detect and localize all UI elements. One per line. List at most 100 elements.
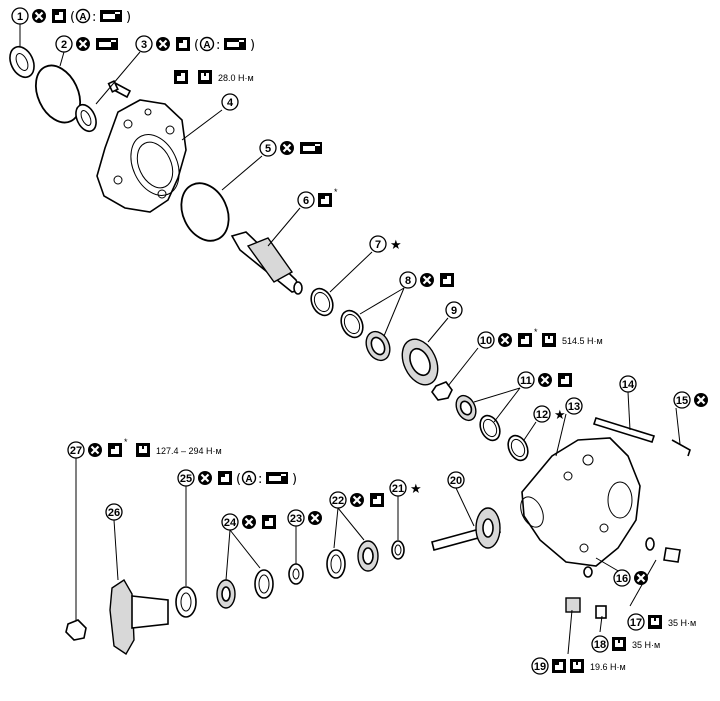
- oil-can-icon: [370, 493, 384, 507]
- circle-a-icon: [241, 470, 257, 486]
- callout-17-number: 17: [630, 617, 642, 629]
- replace-icon: [692, 391, 710, 409]
- callout-8-number: 8: [405, 275, 411, 287]
- svg-text:*: *: [124, 437, 128, 447]
- torque-19: 19.6 Н·м: [590, 662, 626, 672]
- oil-can-icon: [218, 471, 232, 485]
- callout-27: 27 * 127.4 – 294 Н·м: [67, 437, 222, 459]
- replace-icon: [196, 469, 214, 487]
- callout-15: 15: [673, 391, 710, 409]
- part-26-companion-flange: [109, 579, 169, 655]
- callout-7: 7 ★: [369, 235, 402, 253]
- callout-18: 18 35 Н·м: [591, 635, 660, 653]
- part-20-side-shaft: [431, 507, 501, 551]
- leader-lines: [19, 24, 681, 655]
- replace-icon: [74, 35, 92, 53]
- grease-gun-icon: [300, 142, 322, 154]
- callout-16-number: 16: [616, 573, 628, 585]
- callout-19-number: 19: [534, 661, 546, 673]
- part-12-adjusting-shim: [507, 434, 529, 462]
- part-8-bearing-outer-race: [340, 309, 364, 339]
- callout-25-number: 25: [180, 473, 192, 485]
- callout-11: 11: [517, 371, 572, 389]
- part-22-bearing: [357, 540, 379, 572]
- callout-2-number: 2: [61, 39, 67, 51]
- part-2-o-ring: [34, 64, 82, 124]
- callout-3-number: 3: [141, 39, 147, 51]
- callout-12-number: 12: [536, 409, 548, 421]
- svg-text::: :: [216, 38, 220, 53]
- svg-text:(: (: [236, 472, 241, 487]
- torque-17: 35 Н·м: [668, 618, 696, 628]
- part-24-bearing: [216, 579, 236, 609]
- part-24-bearing-race: [254, 569, 274, 599]
- callout-13-number: 13: [568, 401, 580, 413]
- callout-21: 21 ★: [389, 479, 422, 497]
- wrench-icon: [612, 637, 626, 651]
- callout-5: 5: [259, 139, 322, 157]
- svg-text:): ): [126, 10, 131, 25]
- part-13-case: [520, 437, 641, 567]
- replace-icon: [86, 441, 104, 459]
- callout-20: 20: [447, 471, 465, 489]
- callout-17: 17 35 Н·м: [627, 613, 696, 631]
- replace-icon: [30, 7, 48, 25]
- oil-can-icon: [174, 70, 188, 84]
- part-15-snap-ring: [671, 439, 691, 457]
- torque-27: 127.4 – 294 Н·м: [156, 446, 222, 456]
- callout-20-number: 20: [450, 475, 462, 487]
- callout-1: 1 ( : ): [11, 7, 131, 25]
- svg-text:*: *: [534, 327, 538, 337]
- oil-can-icon: [262, 515, 276, 529]
- callout-27-number: 27: [70, 445, 82, 457]
- part-3-oil-seal: [75, 103, 97, 133]
- oil-can-icon: [52, 9, 66, 23]
- callout-23: 23: [287, 509, 324, 527]
- circle-a-icon: [199, 36, 215, 52]
- wrench-icon: [198, 70, 212, 84]
- callout-4-number: 4: [227, 97, 234, 109]
- part-8-bearing: [365, 330, 391, 362]
- callout-11-number: 11: [520, 375, 532, 387]
- part-18-drain-plug: [595, 605, 607, 619]
- grease-gun-icon: [100, 10, 122, 22]
- callout-21-number: 21: [392, 483, 404, 495]
- callout-24: 24: [221, 513, 276, 531]
- part-19-breather: [565, 597, 581, 613]
- grease-gun-icon: [266, 472, 288, 484]
- callout-22-number: 22: [332, 495, 344, 507]
- callout-9: 9: [445, 301, 463, 319]
- replace-icon: [418, 271, 436, 289]
- oil-can-icon: [518, 333, 532, 347]
- sealant-icon: [552, 659, 566, 673]
- callout-2: 2: [55, 35, 118, 53]
- replace-icon: [240, 513, 258, 531]
- svg-text::: :: [258, 472, 262, 487]
- replace-icon: [306, 509, 324, 527]
- part-23-spacer: [288, 563, 304, 585]
- callout-3: 3 ( : ): [135, 35, 255, 53]
- callout-bolt-torque: 28.0 Н·м: [174, 70, 254, 84]
- svg-text:*: *: [334, 187, 338, 197]
- replace-icon: [154, 35, 172, 53]
- callout-5-number: 5: [265, 143, 271, 155]
- svg-text:): ): [292, 472, 297, 487]
- torque-bolt: 28.0 Н·м: [218, 73, 254, 83]
- callout-19: 19 19.6 Н·м: [531, 657, 626, 675]
- replace-icon: [348, 491, 366, 509]
- callout-15-number: 15: [676, 395, 688, 407]
- part-9-drive-gear: [401, 338, 439, 386]
- callout-6: 6 *: [297, 187, 338, 209]
- callout-7-number: 7: [375, 239, 381, 251]
- part-22-bearing-race: [326, 549, 346, 579]
- part-bolt: [107, 80, 132, 99]
- oil-can-icon: [318, 193, 332, 207]
- wrench-icon: [542, 333, 556, 347]
- part-11-bearing: [455, 394, 477, 422]
- part-7-adjusting-washer: [310, 287, 334, 317]
- callout-26-number: 26: [108, 507, 120, 519]
- wrench-icon: [570, 659, 584, 673]
- callout-25: 25 ( : ): [177, 469, 297, 487]
- svg-text:(: (: [194, 38, 199, 53]
